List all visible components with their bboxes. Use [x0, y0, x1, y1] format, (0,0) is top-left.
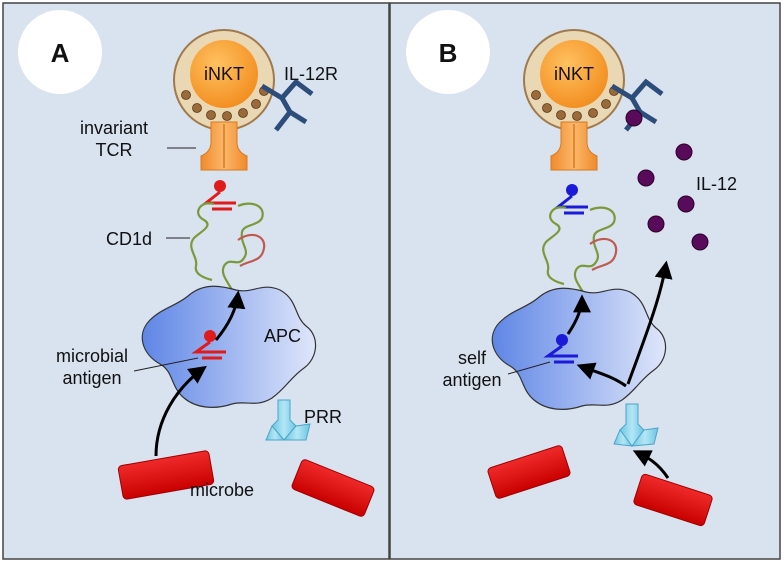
- microbe-icon: [633, 473, 713, 527]
- inkt-label: iNKT: [554, 64, 594, 84]
- cd1d-label: CD1d: [106, 229, 152, 249]
- il12-molecule-icon: [637, 169, 655, 187]
- inkt-label: iNKT: [204, 64, 244, 84]
- self-antigen-pointer: [507, 361, 551, 375]
- il12-release-arrow: [626, 260, 673, 385]
- granules: [181, 86, 269, 121]
- inkt-cell-b: iNKT: [523, 29, 625, 131]
- self-antigen-label-line1: self: [458, 348, 487, 368]
- apc-label: APC: [264, 326, 301, 346]
- presentation-arrow: [214, 290, 246, 341]
- il12-label: IL-12: [696, 174, 737, 194]
- antigen-label-line1: microbial: [56, 346, 128, 366]
- cd1d-loop-icon: [237, 233, 266, 267]
- prr-signal-arrow: [632, 450, 670, 479]
- invariant-tcr-icon: [550, 121, 598, 171]
- prr-receptor-icon: [265, 399, 311, 441]
- panel-b-letter-badge: [406, 10, 490, 94]
- microbial-antigen-in-apc-icon: [191, 330, 226, 360]
- tcr-label-line1: invariant: [80, 118, 148, 138]
- antigen-pointer: [133, 357, 199, 372]
- panel-a-letter-badge: [18, 10, 102, 94]
- invariant-tcr-icon: [200, 121, 248, 171]
- panel-b: B iNKT: [389, 2, 781, 560]
- prr-label: PRR: [304, 407, 342, 427]
- self-antigen-in-apc-icon: [543, 334, 578, 364]
- inkt-nucleus: [190, 40, 258, 108]
- il12-molecule-icon: [691, 233, 709, 251]
- microbe-icon: [291, 459, 375, 517]
- il12r-label: IL-12R: [284, 64, 338, 84]
- il12-molecule-icon: [675, 143, 693, 161]
- cd1d-molecule-icon: [190, 202, 264, 291]
- presentation-arrow: [566, 294, 591, 335]
- panel-a: A iNKT IL-12R invariant TCR: [2, 2, 390, 560]
- apc-cell: [491, 287, 667, 410]
- self-antigen-induction-arrow: [576, 362, 627, 388]
- cd1d-molecule-icon: [542, 206, 616, 295]
- tcr-label-line2: TCR: [96, 140, 133, 160]
- panel-b-letter: B: [439, 38, 458, 68]
- microbe-icon: [117, 450, 215, 500]
- uptake-arrow: [154, 365, 207, 457]
- il12-molecule-icon: [647, 215, 665, 233]
- inkt-cell-a: iNKT: [173, 29, 275, 131]
- il12-cytokines: [625, 109, 709, 251]
- panel-a-letter: A: [51, 38, 70, 68]
- self-antigen-label-line2: antigen: [442, 370, 501, 390]
- il12-molecule-icon: [677, 195, 695, 213]
- microbe-icon: [487, 445, 571, 499]
- il12-molecule-icon: [625, 109, 643, 127]
- cd1d-loop-icon: [589, 237, 618, 271]
- apc-cell: [141, 285, 317, 408]
- microbe-label: microbe: [190, 480, 254, 500]
- prr-receptor-icon: [613, 403, 659, 447]
- inkt-nucleus: [540, 40, 608, 108]
- il12r-receptor-icon: [260, 78, 314, 132]
- microbial-antigen-on-cd1d-icon: [201, 180, 236, 211]
- antigen-label-line2: antigen: [62, 368, 121, 388]
